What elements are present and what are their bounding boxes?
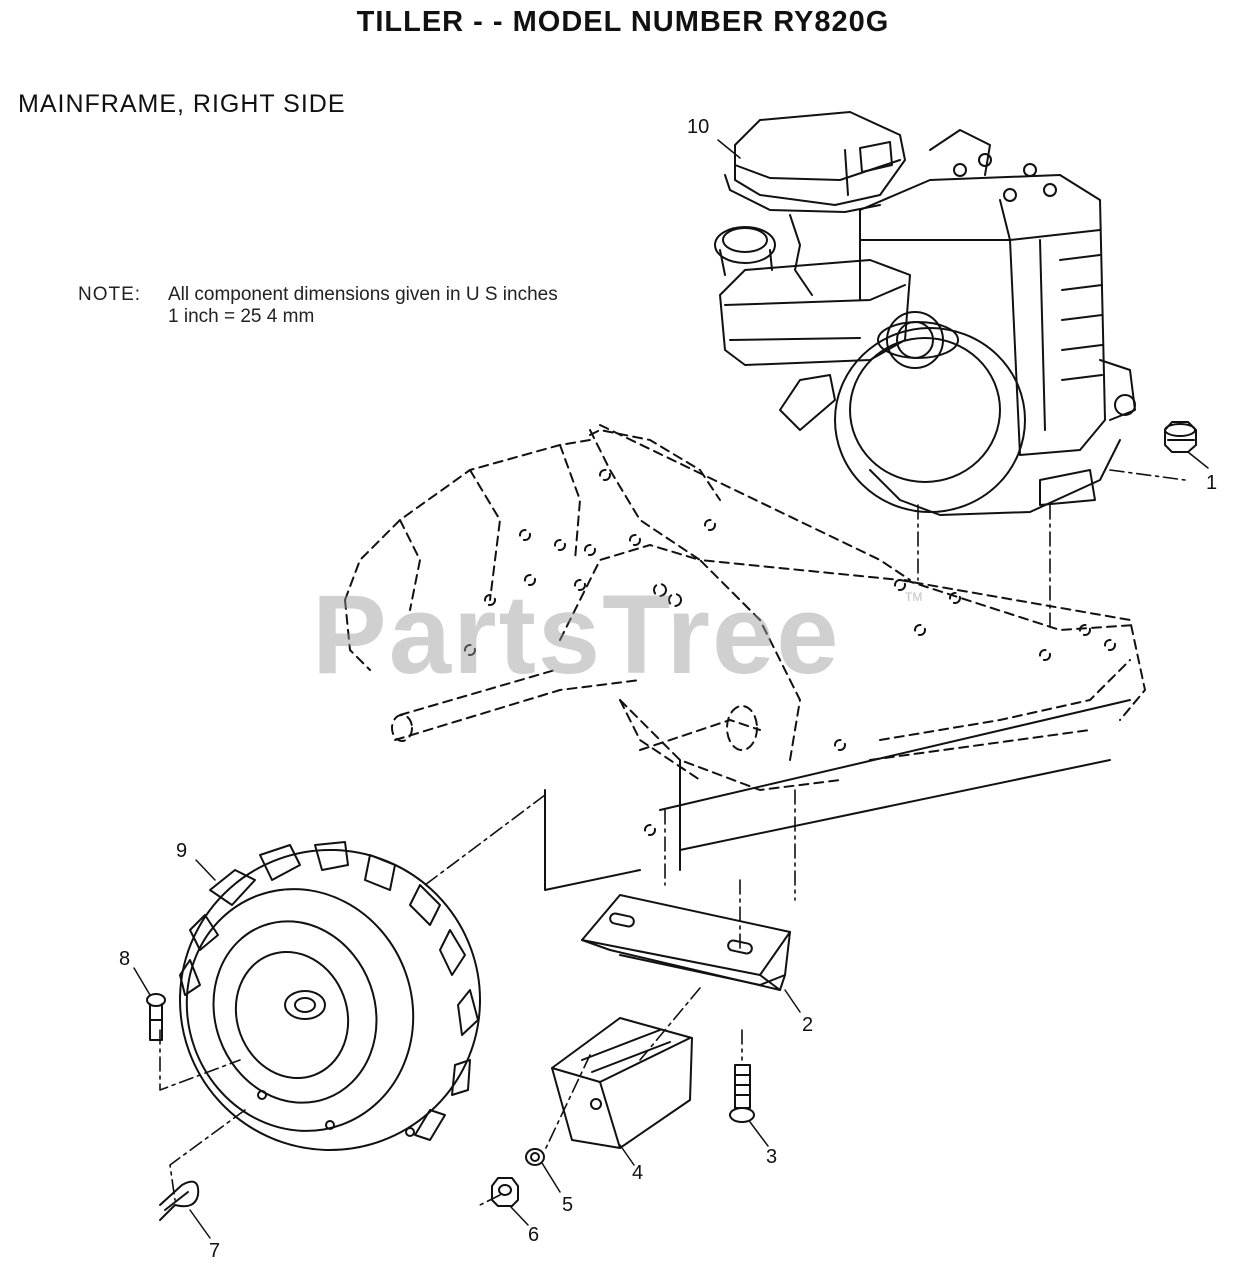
wheel-tire[interactable] bbox=[138, 808, 523, 1193]
callout-4[interactable]: 4 bbox=[632, 1162, 644, 1184]
callout-7[interactable]: 7 bbox=[209, 1240, 221, 1262]
note-label: NOTE: bbox=[78, 284, 142, 305]
mounting-bracket[interactable] bbox=[581, 894, 791, 991]
note-line-1: All component dimensions given in U S in… bbox=[168, 284, 558, 305]
clevis-pin[interactable] bbox=[146, 993, 166, 1041]
callout-1[interactable]: 1 bbox=[1206, 472, 1218, 494]
watermark-trademark: TM bbox=[905, 590, 923, 604]
callout-3[interactable]: 3 bbox=[766, 1146, 778, 1168]
hairpin-clip[interactable] bbox=[159, 1180, 200, 1221]
bolt[interactable] bbox=[729, 1064, 755, 1123]
page-title: TILLER - - MODEL NUMBER RY820G bbox=[356, 6, 890, 38]
dimension-note: NOTE: All component dimensions given in U… bbox=[78, 284, 558, 328]
callout-8[interactable]: 8 bbox=[119, 948, 131, 970]
callout-9[interactable]: 9 bbox=[176, 840, 188, 862]
engine[interactable] bbox=[714, 111, 1136, 516]
note-line-2: 1 inch = 25 4 mm bbox=[168, 306, 315, 327]
callout-5[interactable]: 5 bbox=[562, 1194, 574, 1216]
hex-nut[interactable] bbox=[491, 1177, 519, 1207]
watermark: PartsTree bbox=[312, 572, 841, 697]
section-title: MAINFRAME, RIGHT SIDE bbox=[18, 90, 346, 118]
lock-washer[interactable] bbox=[525, 1148, 545, 1166]
callout-10[interactable]: 10 bbox=[687, 116, 710, 138]
tiller-mainframe bbox=[344, 424, 1146, 836]
weight[interactable] bbox=[551, 1017, 693, 1149]
callout-leaders bbox=[133, 139, 1209, 1239]
nut[interactable] bbox=[1164, 421, 1197, 453]
callout-6[interactable]: 6 bbox=[528, 1224, 540, 1246]
lower-frame-rail bbox=[544, 699, 1131, 891]
callout-2[interactable]: 2 bbox=[802, 1014, 814, 1036]
assembly-lines bbox=[159, 469, 1186, 1206]
